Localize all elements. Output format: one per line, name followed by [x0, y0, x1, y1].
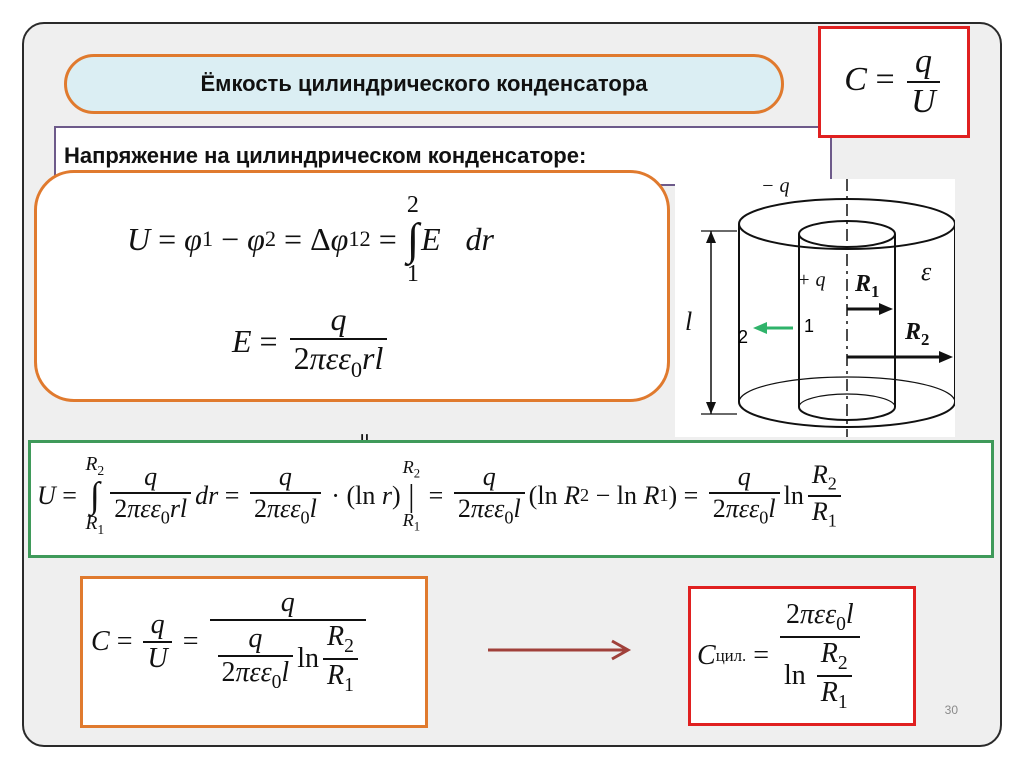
figure-minus-q: − q [761, 175, 790, 197]
capacitor-diagram [701, 179, 956, 437]
figure-plus-q: + q [797, 269, 826, 291]
r2-subscript: 2 [921, 329, 930, 349]
r2-letter: R [905, 319, 922, 345]
r1-subscript: 1 [871, 281, 880, 301]
subtitle-text: Напряжение на цилиндрическом конденсатор… [64, 143, 587, 168]
figure-epsilon: ε [921, 257, 932, 286]
page-number: 30 [944, 703, 958, 717]
figure-r2-label: R2 [905, 319, 929, 350]
title-text: Ёмкость цилиндрического конденсатора [200, 71, 648, 96]
figure-r1-label: R1 [855, 271, 879, 302]
cylindrical-capacitor-figure: − q + q ε l R1 R2 1 2 [675, 175, 956, 437]
r1-letter: R [855, 271, 872, 297]
figure-point-2: 2 [738, 327, 749, 347]
result-arrow-icon [488, 639, 632, 661]
slide-title: Ёмкость цилиндрического конденсатора [64, 54, 784, 114]
figure-point-1: 1 [804, 316, 815, 336]
slide: Ёмкость цилиндрического конденсатора Нап… [22, 22, 1002, 747]
figure-length-label: l [685, 307, 693, 336]
